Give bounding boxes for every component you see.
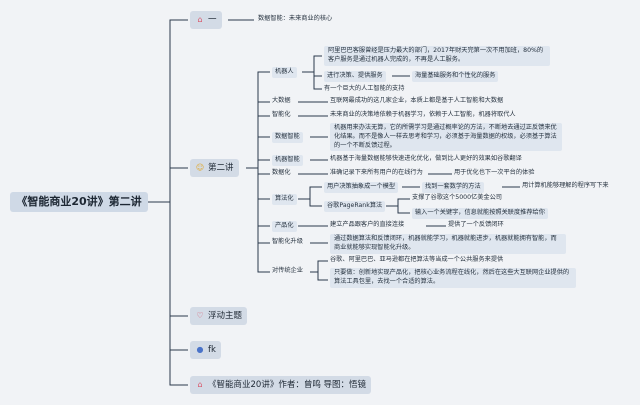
robot-child-3[interactable]: 有一个巨大的人工智能的支持: [324, 85, 405, 92]
section-productization[interactable]: 产品化: [272, 221, 297, 232]
section-intelligent-upgrade[interactable]: 智能化升级: [272, 238, 303, 245]
section-intelligence[interactable]: 智能化: [272, 111, 291, 118]
heart-icon: ♡: [196, 311, 204, 320]
home-icon: ⌂: [197, 380, 203, 389]
topic-fk[interactable]: ● fk: [190, 341, 221, 359]
section-algorithmization[interactable]: 算法化: [272, 194, 297, 205]
robot-child-2[interactable]: 进行决策、提供服务: [324, 71, 386, 82]
section-datafication[interactable]: 数据化: [272, 169, 291, 176]
topic-label: 浮动主题: [208, 311, 243, 321]
topic-lecture-two[interactable]: ☺第二讲: [190, 159, 239, 177]
topic1-child[interactable]: 数据智能：未来商业的核心: [258, 15, 333, 22]
productization-text-2[interactable]: 提供了一个反馈闭环: [448, 221, 504, 228]
traditional-child-1[interactable]: 谷歌、阿里巴巴、亚马逊都在把算法等当成一个公共服务来提供: [330, 256, 504, 263]
topic-label: fk: [208, 345, 216, 355]
section-data-intelligence[interactable]: 数据智能: [272, 132, 303, 143]
smile-icon: ☺: [195, 163, 205, 172]
topic-label: 第二讲: [208, 163, 234, 173]
datafication-text-2[interactable]: 用于优化也下一次平台的体验: [454, 169, 535, 176]
algorithm-child-2a[interactable]: 支撑了谷歌这个5000亿美金公司: [412, 194, 502, 201]
productization-text-1[interactable]: 建立产品跟客户的直接连接: [330, 221, 405, 228]
big-data-text[interactable]: 互联网最成功的这几家企业，本质上都是基于人工智能和大数据: [330, 97, 504, 104]
home-icon: ⌂: [197, 15, 203, 24]
data-intelligence-text[interactable]: 机器用来办法无算，它的所需学习是通过概率论的方法，不断地去通过正反馈来优化结果。…: [330, 123, 562, 152]
section-big-data[interactable]: 大数据: [272, 97, 291, 104]
section-traditional-enterprise[interactable]: 对传统企业: [272, 267, 303, 274]
drop-icon: ●: [196, 345, 204, 354]
machine-intelligence-text[interactable]: 机器基于海量数据能够快速进化优化，做到比人更好的效果如谷歌翻译: [330, 155, 522, 162]
algorithm-child-1a[interactable]: 找到一套数学的方法: [422, 182, 484, 193]
topic-author[interactable]: ⌂ 《智能商业20讲》作者：曾鸣 导图：悟镜: [190, 376, 372, 394]
algorithm-child-2b[interactable]: 输入一个关键字，信息就能按照关联度推荐给你: [412, 208, 548, 219]
topic-floating[interactable]: ♡ 浮动主题: [190, 307, 248, 325]
intelligent-upgrade-text[interactable]: 通过数据算法和反馈闭环，机器就能学习，机器就能进步，机器就能拥有智能，而商业就能…: [330, 234, 566, 254]
root-topic[interactable]: 《智能商业20讲》第二讲: [10, 192, 148, 212]
topic-one[interactable]: ⌂一: [190, 11, 222, 29]
algorithm-child-1b[interactable]: 用计算机能够理解的程序写下来: [522, 182, 609, 189]
datafication-text-1[interactable]: 准确记录下来所有用户的在线行为: [330, 169, 423, 176]
traditional-child-2[interactable]: 只要做：创新地实现产品化，把核心业务流程在线化，然后在这些大互联网企业提供的算法…: [330, 268, 576, 288]
topic-label: 《智能商业20讲》作者：曾鸣 导图：悟镜: [208, 380, 367, 390]
intelligence-text[interactable]: 未来商业的决策地依赖于机器学习，依赖于人工智能，机器将取代人: [330, 111, 516, 118]
robot-child-1[interactable]: 阿里巴巴客服曾经是压力最大的部门，2017年财天完第一次不用加班，80%的客户服…: [324, 46, 550, 66]
section-robot[interactable]: 机器人: [272, 67, 297, 78]
algorithm-child-1[interactable]: 用户决策抽象成一个模型: [324, 182, 399, 193]
topic-label: 一: [208, 15, 217, 25]
robot-child-2a[interactable]: 海量基础服务和个性化的服务: [412, 71, 499, 82]
algorithm-child-2[interactable]: 谷歌PageRank算法: [324, 201, 386, 212]
section-machine-intelligence[interactable]: 机器智能: [272, 155, 303, 166]
